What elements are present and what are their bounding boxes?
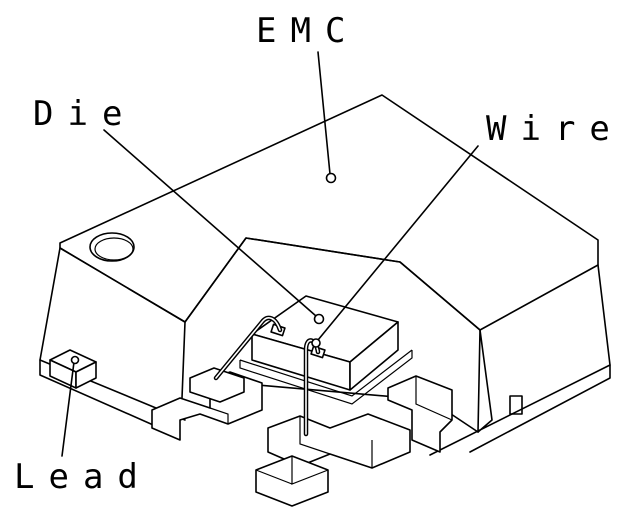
die — [239, 295, 413, 405]
lead-5 — [189, 367, 245, 403]
lead-leader — [61, 361, 75, 457]
label-wire: Wire — [486, 109, 619, 149]
cavity-outline — [184, 237, 481, 433]
ejector-dimple — [89, 232, 135, 262]
label-lead: Lead — [14, 457, 152, 497]
bond-wires — [213, 315, 321, 437]
lead-4 — [387, 375, 453, 453]
leads — [49, 349, 523, 507]
wire-leader — [317, 145, 479, 341]
lead-4-edge — [415, 376, 453, 421]
wire-marker — [311, 338, 321, 348]
lead-1-edge — [209, 407, 229, 424]
lead-marker — [70, 355, 80, 365]
emc-marker — [325, 172, 337, 184]
die-leader — [103, 129, 317, 317]
die-paddle — [239, 349, 413, 405]
external-lead-side — [75, 361, 97, 389]
die-right — [349, 321, 399, 391]
label-die: Die — [33, 94, 136, 134]
label-emc: EMC — [256, 11, 359, 51]
emc-bottom-edge — [39, 359, 611, 453]
ejector-dimple-inner — [94, 237, 134, 261]
lead-3-edge — [255, 456, 329, 485]
emc-leader — [317, 51, 331, 175]
die-marker — [313, 313, 325, 325]
leader-lines — [61, 51, 479, 457]
lead-2-edge — [299, 416, 373, 468]
right-edge-tab — [509, 395, 523, 415]
